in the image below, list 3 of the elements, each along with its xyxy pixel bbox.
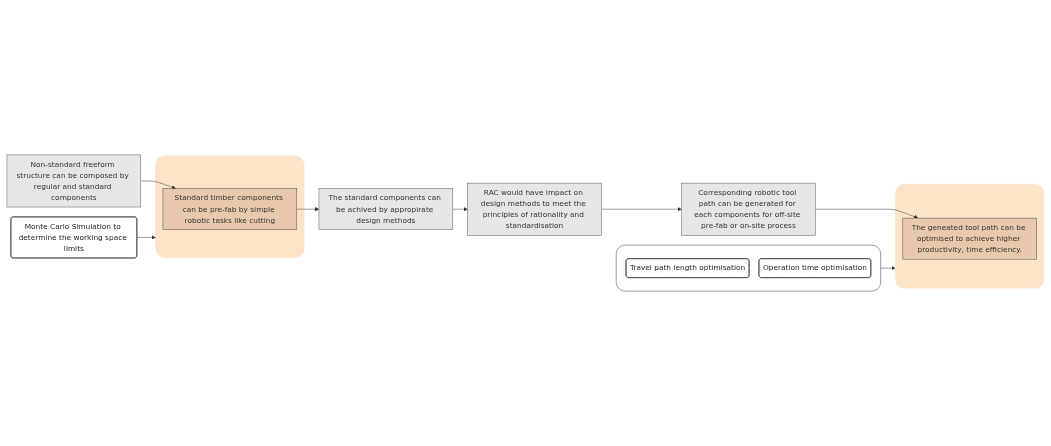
- cluster: [155, 155, 305, 258]
- cluster: [895, 183, 1045, 289]
- cluster: [615, 244, 881, 292]
